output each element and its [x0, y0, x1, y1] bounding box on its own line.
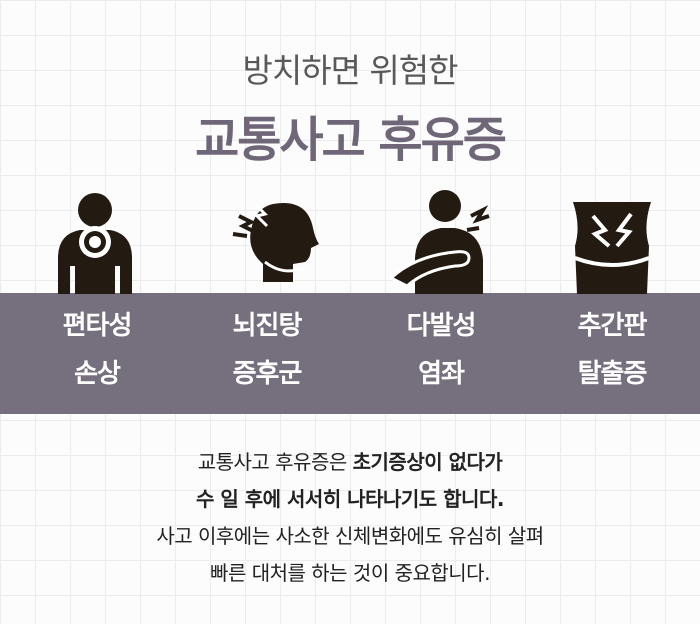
- symptom-label-3: 다발성 염좌: [366, 302, 516, 398]
- symptom-label-4: 추간판 탈출증: [537, 302, 687, 398]
- description-line-1-normal: 교통사고 후유증은: [197, 450, 353, 474]
- symptom-label-1: 편타성 손상: [22, 302, 172, 398]
- description-line-4: 빠른 대처를 하는 것이 중요합니다.: [210, 561, 490, 585]
- description-line-3: 사고 이후에는 사소한 신체변화에도 유심히 살펴: [156, 524, 544, 548]
- description-line-1: 교통사고 후유증은 초기증상이 없다가: [0, 444, 700, 481]
- symptom-label-4-line2: 탈출증: [577, 359, 648, 389]
- page-subtitle: 방치하면 위험한: [242, 51, 458, 90]
- head-injury-icon: [225, 186, 335, 296]
- description: 교통사고 후유증은 초기증상이 없다가 수 일 후에 서서히 나타나기도 합니다…: [0, 444, 700, 592]
- shoulder-pain-icon: [385, 186, 495, 296]
- description-line-2: 수 일 후에 서서히 나타나기도 합니다.: [0, 481, 700, 518]
- waist-pain-icon: [557, 186, 667, 296]
- symptom-label-2-line1: 뇌진탕: [232, 311, 303, 341]
- neck-pain-icon: [40, 186, 150, 296]
- description-line-2-bold: 수 일 후에 서서히 나타나기도 합니다.: [196, 487, 504, 511]
- symptom-label-2-line2: 증후군: [232, 359, 303, 389]
- symptom-label-3-line1: 다발성: [406, 311, 477, 341]
- page-title: 교통사고 후유증: [195, 112, 507, 168]
- symptom-label-1-line1: 편타성: [62, 311, 133, 341]
- description-line-1-bold: 초기증상이 없다가: [352, 450, 503, 474]
- symptom-band: [0, 293, 700, 414]
- symptom-label-4-line1: 추간판: [577, 311, 648, 341]
- symptom-label-3-line2: 염좌: [418, 359, 465, 389]
- symptom-label-1-line2: 손상: [74, 359, 121, 389]
- symptom-label-2: 뇌진탕 증후군: [192, 302, 342, 398]
